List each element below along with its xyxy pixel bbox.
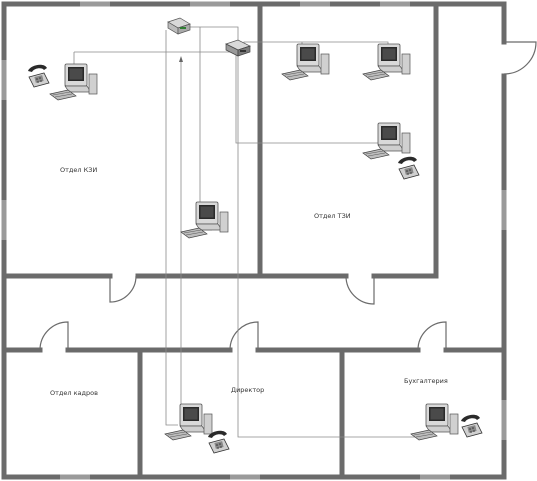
telephone-icon: [27, 64, 50, 88]
telephone-icon: [460, 414, 483, 438]
computer-icon: [281, 43, 330, 81]
computer-icon: [49, 63, 98, 101]
telephone-icon: [397, 156, 420, 180]
windows: [1, 1, 507, 480]
room-label-kzi: Отдел КЗИ: [60, 166, 97, 174]
network-switch-icon: [167, 17, 191, 35]
doors: [39, 41, 537, 351]
room-label-direktor: Директор: [231, 386, 264, 394]
computer-icon: [362, 122, 411, 160]
room-label-buh: Бухгалтерия: [404, 377, 448, 385]
computer-icon: [164, 403, 213, 441]
computer-icon: [410, 403, 459, 441]
computer-icon: [362, 43, 411, 81]
computer-icon: [180, 201, 229, 239]
telephone-icon: [207, 430, 230, 454]
network-cables: [73, 26, 423, 438]
router-icon: [225, 39, 251, 57]
room-label-kadry: Отдел кадров: [50, 389, 98, 397]
room-label-tzi: Отдел ТЗИ: [314, 212, 351, 220]
